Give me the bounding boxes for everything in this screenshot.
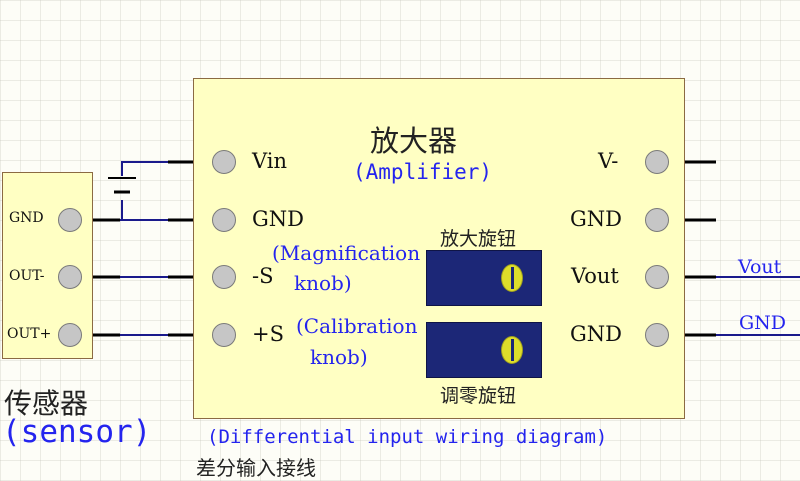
pin-neg-s (212, 265, 236, 289)
magnification-knob-box (426, 250, 542, 306)
pin-label-neg-s: -S (252, 264, 274, 288)
calibration-label-cn: 调零旋钮 (440, 385, 517, 407)
pin-gnd-left (212, 208, 236, 232)
magnification-label-cn: 放大旋钮 (440, 228, 517, 250)
pin-label-gnd-right-1: GND (570, 207, 622, 231)
calibration-knob[interactable] (501, 336, 523, 364)
pin-label-gnd-right-2: GND (570, 322, 622, 346)
amplifier-title-cn: 放大器 (370, 124, 458, 158)
sensor-title-cn: 传感器 (4, 387, 89, 420)
pin-gnd-right-2 (645, 323, 669, 347)
calibration-knob-box (426, 322, 542, 378)
sensor-pin-label-gnd: GND (9, 210, 44, 226)
sensor-title-en: (sensor) (2, 414, 152, 450)
sensor-pin-label-out-plus: OUT+ (7, 326, 52, 342)
pin-label-v-minus: V- (598, 149, 619, 173)
calibration-label-en-1: (Calibration (296, 314, 418, 338)
pin-sensor-out-plus (58, 323, 82, 347)
amplifier-title-en: (Amplifier) (353, 160, 493, 184)
pin-label-gnd-left: GND (252, 207, 304, 231)
pin-gnd-right-1 (645, 208, 669, 232)
caption-en: (Differential input wiring diagram) (207, 426, 608, 448)
pin-sensor-out-minus (58, 265, 82, 289)
magnification-label-en-2: knob) (294, 271, 352, 295)
wire-vin (121, 161, 168, 176)
pin-v-minus (645, 150, 669, 174)
pin-label-vin: Vin (252, 149, 288, 173)
output-label-gnd: GND (739, 312, 787, 334)
calibration-label-en-2: knob) (310, 345, 368, 369)
magnification-knob[interactable] (501, 264, 523, 292)
pin-label-vout: Vout (571, 264, 619, 288)
sensor-pin-label-out-minus: OUT- (9, 268, 45, 284)
pin-pos-s (212, 323, 236, 347)
pin-vout (645, 265, 669, 289)
magnification-label-en-1: (Magnification (272, 241, 421, 265)
pin-sensor-gnd (58, 208, 82, 232)
pin-label-pos-s: +S (252, 322, 284, 346)
output-label-vout: Vout (738, 256, 782, 278)
caption-cn: 差分输入接线 (196, 456, 316, 480)
pin-vin (212, 150, 236, 174)
